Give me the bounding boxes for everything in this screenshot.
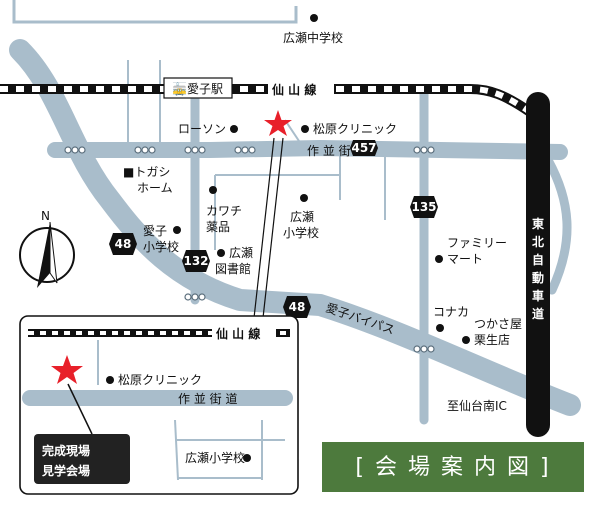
interchange-markers: [64, 146, 435, 353]
map-title: [ 会 場 案 内 図 ]: [322, 442, 584, 492]
place-lawson: ローソン: [178, 122, 238, 136]
north-arrow: N: [19, 209, 75, 288]
inset-clinic: 松原クリニック: [118, 373, 202, 387]
svg-text:ファミリーマート: ファミリーマート: [447, 236, 507, 266]
svg-text:広瀬小学校: 広瀬小学校: [283, 210, 319, 240]
svg-text:48: 48: [289, 300, 306, 314]
railway-line: [0, 84, 533, 117]
svg-text:132: 132: [183, 254, 208, 268]
svg-text:ローソン: ローソン: [178, 122, 226, 136]
north-label: N: [41, 209, 50, 223]
expressway-label: 東北自動車道: [532, 216, 544, 321]
svg-text:457: 457: [351, 141, 376, 155]
inset-school: 広瀬小学校: [185, 450, 245, 465]
train-icon: 🚋: [172, 82, 187, 96]
place-matsubara-clinic: 松原クリニック: [301, 122, 397, 136]
inset-street-label: 作 並 街 道: [178, 392, 237, 406]
inset-map: 仙 山 線 作 並 街 道 松原クリニック 広瀬小学校 完成現場見学会場: [19, 315, 299, 495]
place-familymart: ファミリーマート: [435, 236, 507, 266]
svg-text:松原クリニック: 松原クリニック: [313, 122, 397, 136]
place-kawachi: カワチ薬品: [206, 186, 242, 234]
place-hirose-es: 広瀬小学校: [283, 194, 319, 240]
place-tsukasaya: つかさ屋栗生店: [462, 317, 522, 347]
route-shield-48b: 48: [283, 296, 311, 318]
svg-text:[ 会 場 案 内 図 ]: [ 会 場 案 内 図 ]: [355, 455, 550, 480]
svg-text:愛子小学校: 愛子小学校: [143, 224, 179, 254]
inset-railway-label: 仙 山 線: [216, 326, 260, 341]
place-hirose-jhs: 広瀬中学校: [283, 14, 343, 45]
svg-text:広瀬図書館: 広瀬図書館: [215, 246, 253, 276]
route-shield-48a: 48: [109, 233, 137, 255]
ayashi-station: 🚋 愛子駅: [163, 77, 233, 99]
place-togashi-home: ■トガシホーム: [123, 165, 173, 195]
venue-label: 完成現場見学会場: [41, 443, 90, 478]
railway-label: 仙 山 線: [268, 80, 334, 98]
svg-text:つかさ屋栗生店: つかさ屋栗生店: [474, 317, 522, 347]
venue-star: [264, 110, 292, 136]
place-sendai-minami-ic: 至仙台南IC: [447, 398, 507, 413]
place-hirose-library: 広瀬図書館: [215, 246, 253, 276]
route-shield-457: 457: [350, 140, 378, 156]
route-shield-135: 135: [410, 196, 438, 218]
svg-text:135: 135: [411, 200, 436, 214]
place-ayashi-es: 愛子小学校: [143, 224, 181, 254]
svg-text:■トガシホーム: ■トガシホーム: [123, 165, 173, 195]
svg-text:愛子駅: 愛子駅: [187, 82, 223, 96]
svg-text:広瀬中学校: 広瀬中学校: [283, 30, 343, 45]
svg-text:カワチ薬品: カワチ薬品: [206, 204, 242, 234]
svg-text:コナカ: コナカ: [433, 305, 469, 319]
svg-text:仙 山 線: 仙 山 線: [272, 82, 316, 97]
svg-text:48: 48: [115, 237, 132, 251]
route-shield-132: 132: [182, 250, 210, 272]
place-konaka: コナカ: [433, 305, 469, 332]
expressway: [526, 92, 550, 437]
